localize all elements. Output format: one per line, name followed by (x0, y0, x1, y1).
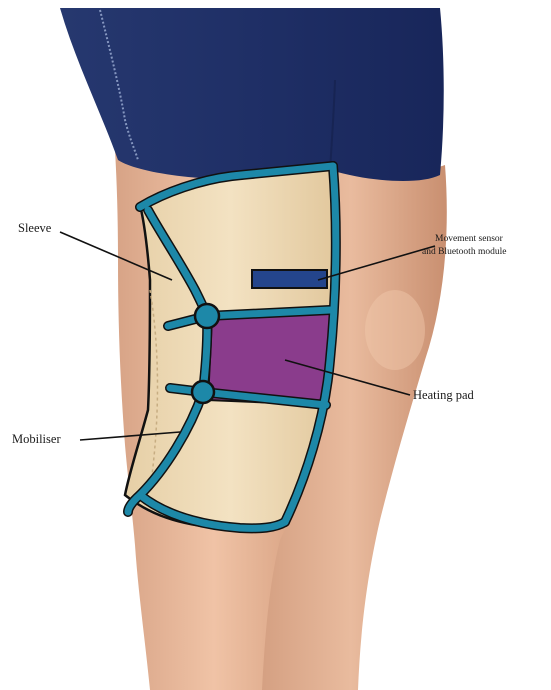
shorts (60, 8, 444, 181)
label-heating-pad: Heating pad (413, 388, 474, 402)
label-sensor-line1: Movement sensor (435, 234, 504, 244)
back-knee-highlight (365, 290, 425, 370)
sensor-module-icon (252, 270, 327, 288)
hinge-joint-icon (192, 381, 214, 403)
label-sleeve: Sleeve (18, 221, 52, 235)
label-sensor-line2: and Bluetooth module (422, 247, 506, 257)
hinge-joint-icon (195, 304, 219, 328)
label-mobiliser: Mobiliser (12, 432, 61, 446)
